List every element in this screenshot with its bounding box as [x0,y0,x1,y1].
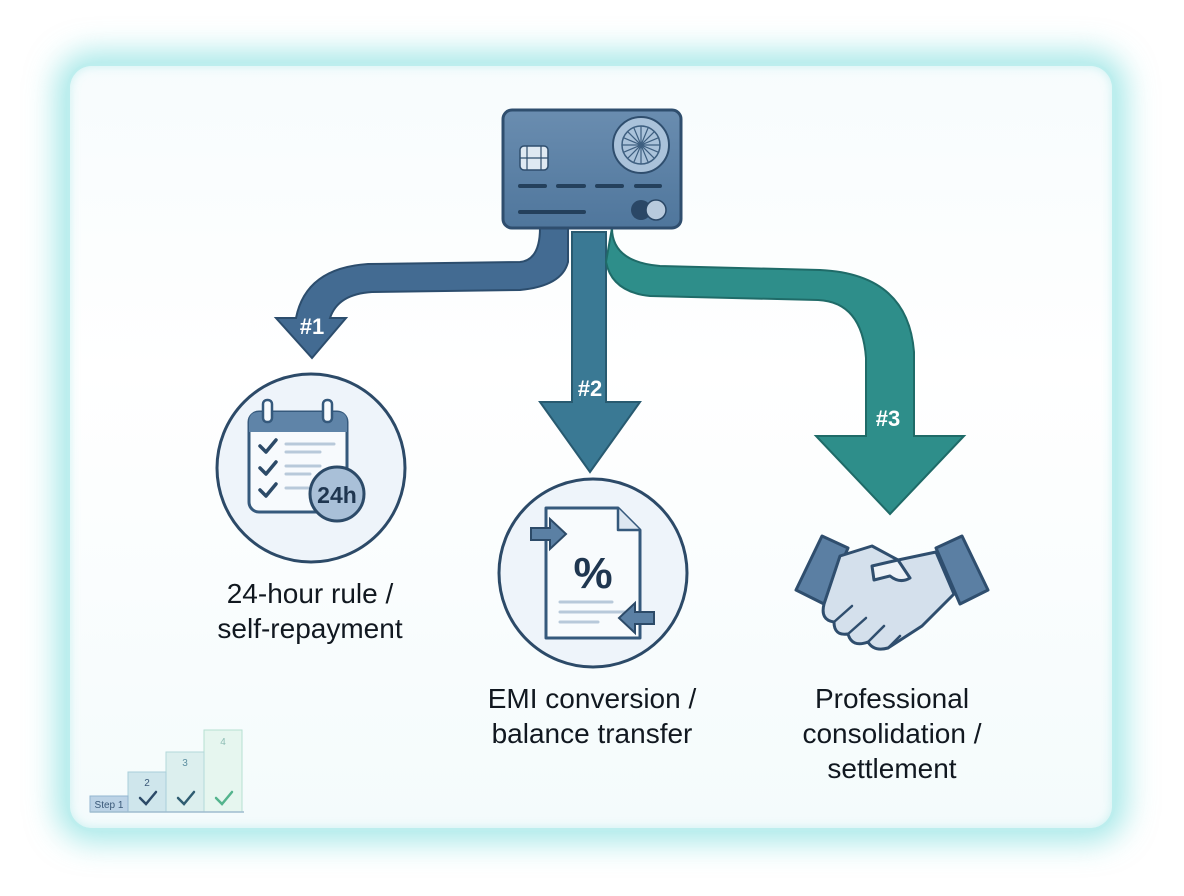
branch-arrows [273,227,967,516]
step-2-number: #2 [577,376,603,401]
arrow-3 [604,227,967,516]
step-2-caption: EMI conversion / balance transfer [450,681,734,751]
step-3-caption-line3: settlement [827,753,957,784]
stair-step1-label: Step 1 [95,800,124,811]
badge-24h: 24h [317,482,357,508]
step-3-number: #3 [875,406,901,431]
step-2-caption-line1: EMI conversion / [487,683,697,714]
arrow-in-icon [530,516,568,552]
step-1-caption-line2: self-repayment [217,613,403,644]
step-2-caption-line2: balance transfer [491,718,693,749]
step-1-caption: 24-hour rule / self-repayment [180,576,440,646]
calendar-checklist-icon: 24h [215,372,407,564]
stair-step3-label: 3 [182,758,188,769]
step-1-caption-line1: 24-hour rule / [226,578,394,609]
stair-check-2 [176,790,196,806]
arrow-1 [273,227,569,360]
step-3-caption-line2: consolidation / [802,718,982,749]
percent-document-icon: % [497,477,689,669]
credit-card-icon [501,108,683,230]
step-3-caption: Professional consolidation / settlement [760,681,1024,786]
stair-step4-label: 4 [220,737,226,748]
progress-staircase: Step 1 2 3 4 [89,729,244,813]
percent-symbol: % [573,549,612,598]
stair-check-3 [214,790,234,806]
stair-check-1 [138,790,158,806]
handshake-icon [794,534,990,651]
stair-step2-label: 2 [144,778,150,789]
step-1-number: #1 [299,314,325,339]
arrow-out-icon [617,600,655,636]
step-3-caption-line1: Professional [814,683,970,714]
